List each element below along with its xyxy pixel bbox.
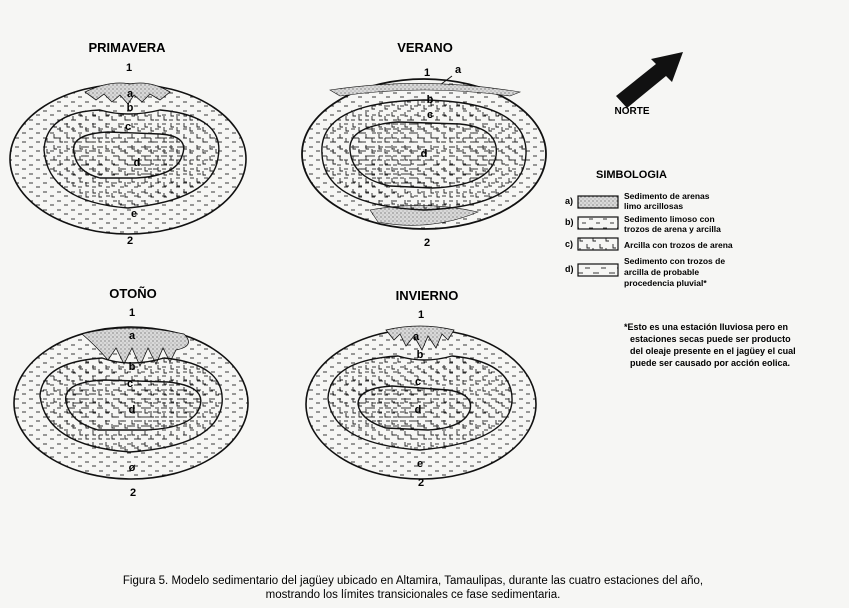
- zone-d: [65, 379, 202, 431]
- note-line-1: *Esto es una estación lluviosa pero en: [624, 322, 788, 332]
- season-invierno: INVIERNO 1 a b c d e 2: [305, 288, 537, 489]
- zone-d-label: d: [129, 404, 136, 416]
- season-otono: OTOÑO 1 a b c d ø 2: [13, 286, 249, 499]
- season-title: VERANO: [397, 40, 453, 55]
- zone-a-label: a: [127, 88, 134, 100]
- zone-a-label: a: [129, 330, 136, 342]
- legend-text-a-2: limo arcillosas: [624, 201, 683, 211]
- zone-e-label: ø: [129, 462, 136, 474]
- note-line-2: estaciones secas puede ser producto: [630, 334, 791, 344]
- zone-d: [349, 121, 498, 189]
- legend-text-b-1: Sedimento limoso con: [624, 214, 715, 224]
- legend: SIMBOLOGIA a) Sedimento de arenas limo a…: [565, 169, 733, 288]
- zone-d: [357, 385, 472, 431]
- legend-key-c: c): [565, 239, 573, 249]
- zone-a-label: a: [413, 331, 420, 343]
- zone-a-label: a: [455, 64, 462, 76]
- point-2-label: 2: [127, 235, 133, 247]
- zone-d-label: d: [134, 157, 141, 169]
- zone-e-label: e: [417, 458, 423, 470]
- zone-b-label: b: [127, 102, 134, 114]
- season-title: PRIMAVERA: [88, 40, 166, 55]
- zone-b-label: b: [129, 361, 136, 373]
- zone-b-label: b: [427, 94, 434, 106]
- legend-swatch-d: [577, 263, 619, 277]
- north-indicator: NORTE: [615, 52, 683, 117]
- point-1-label: 1: [424, 67, 430, 79]
- zone-c-label: c: [427, 109, 433, 121]
- figure-caption: Figura 5. Modelo sedimentario del jagüey…: [123, 575, 703, 601]
- legend-text-d-2: arcilla de probable: [624, 267, 699, 277]
- legend-key-b: b): [565, 217, 574, 227]
- season-title: OTOÑO: [109, 286, 156, 301]
- zone-d-label: d: [415, 404, 422, 416]
- note-line-3: del oleaje presente en el jagüey el cual: [630, 346, 796, 356]
- point-1-label: 1: [126, 62, 132, 74]
- legend-swatch-c: [577, 237, 619, 251]
- season-title: INVIERNO: [396, 288, 459, 303]
- north-label: NORTE: [615, 106, 650, 117]
- season-verano: VERANO 1 a b c d 2: [301, 40, 547, 249]
- zone-c-label: c: [125, 121, 131, 133]
- point-2-label: 2: [418, 477, 424, 489]
- zone-a: [81, 327, 189, 367]
- zone-c-label: c: [415, 376, 421, 388]
- north-arrow-icon: [616, 52, 683, 108]
- point-1-label: 1: [418, 309, 424, 321]
- legend-text-c-1: Arcilla con trozos de arena: [624, 240, 733, 250]
- note-line-4: puede ser causado por acción eolica.: [630, 358, 790, 368]
- legend-text-a-1: Sedimento de arenas: [624, 191, 710, 201]
- legend-swatch-a: [577, 195, 619, 209]
- legend-key-d: d): [565, 264, 574, 274]
- zone-a: [84, 82, 171, 105]
- zone-e-label: e: [131, 208, 137, 220]
- point-2-label: 2: [130, 487, 136, 499]
- footnote: *Esto es una estación lluviosa pero en e…: [624, 322, 796, 368]
- legend-title: SIMBOLOGIA: [596, 169, 667, 181]
- zone-a-top: [329, 83, 522, 97]
- legend-text-b-2: trozos de arena y arcilla: [624, 224, 721, 234]
- zone-c-label: c: [127, 378, 133, 390]
- legend-text-d-3: procedencia pluvial*: [624, 278, 707, 288]
- zone-d: [72, 131, 185, 179]
- legend-swatch-b: [577, 216, 619, 230]
- caption-line-2: mostrando los límites transicionales ce …: [266, 589, 561, 601]
- point-1-label: 1: [129, 307, 135, 319]
- zone-a: [385, 325, 455, 351]
- zone-d-label: d: [421, 148, 428, 160]
- legend-text-d-1: Sedimento con trozos de: [624, 256, 725, 266]
- point-2-label: 2: [424, 237, 430, 249]
- season-primavera: PRIMAVERA 1 a b c d e 2: [9, 40, 247, 247]
- legend-key-a: a): [565, 196, 573, 206]
- zone-b-label: b: [417, 349, 424, 361]
- caption-line-1: Figura 5. Modelo sedimentario del jagüey…: [123, 575, 703, 587]
